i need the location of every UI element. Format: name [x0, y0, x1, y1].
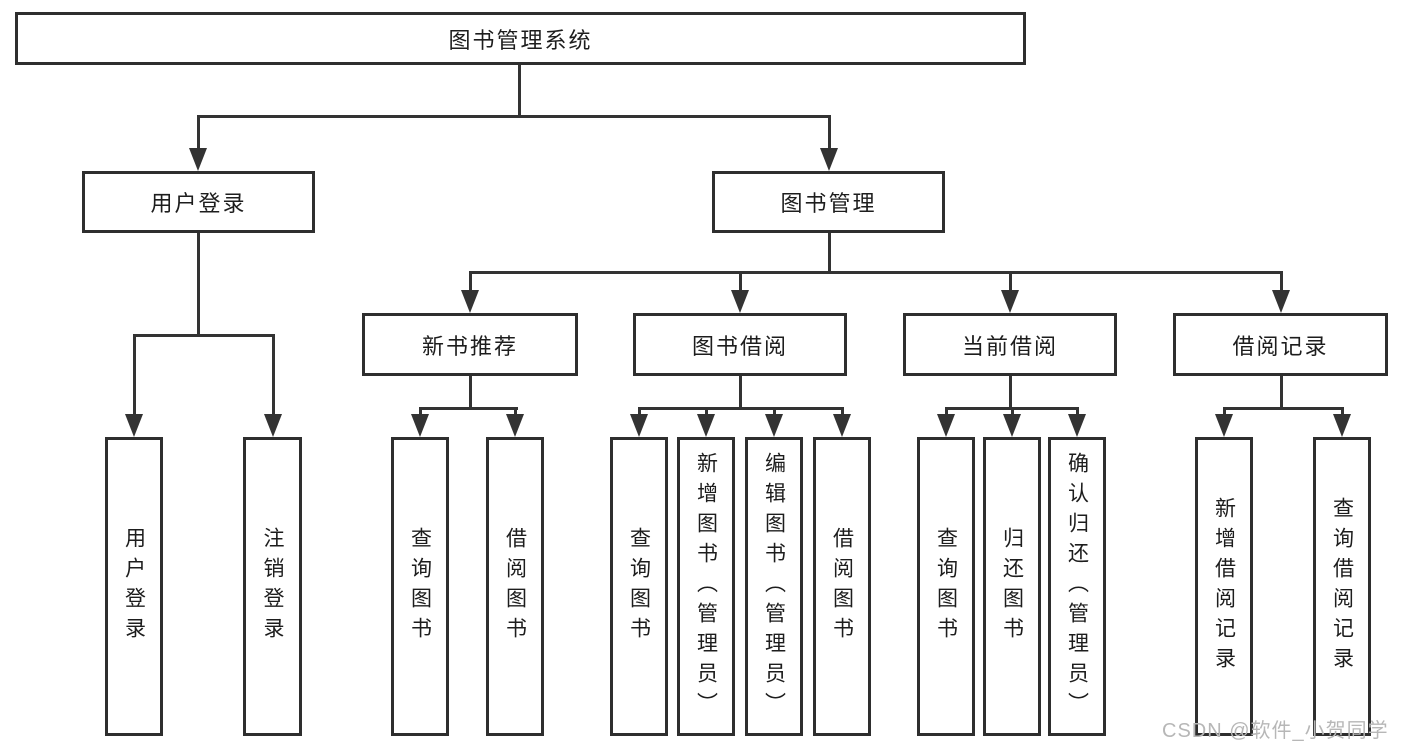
connector-drop-book-borrowing-leaf-0	[638, 407, 641, 419]
leaf-new-books-query-label: 查询图书	[408, 526, 432, 647]
leaf-borrowing-edit: 编辑图书（管理员）	[745, 437, 803, 736]
arrowhead-new-books-leaf-1	[506, 414, 524, 437]
connector-drop-current-borrowing-leaf-1	[1011, 407, 1014, 419]
leaf-borrowing-add: 新增图书（管理员）	[677, 437, 735, 736]
leaf-borrowing-borrow-label: 借阅图书	[830, 526, 854, 647]
leaf-records-add-label: 新增借阅记录	[1212, 496, 1236, 677]
leaf-records-query: 查询借阅记录	[1313, 437, 1371, 736]
node-current-borrowing-label: 当前借阅	[961, 333, 1058, 359]
arrowhead-book-management	[820, 148, 838, 171]
connector-borrow-records-bar	[1223, 407, 1344, 410]
connector-user-login-bar	[133, 334, 275, 337]
leaf-new-books-borrow: 借阅图书	[486, 437, 544, 736]
connector-drop-new-books-leaf-1	[514, 407, 517, 419]
leaf-current-query: 查询图书	[917, 437, 975, 736]
connector-new-books-stem	[469, 376, 472, 410]
node-book-management-label: 图书管理	[780, 191, 877, 216]
connector-drop-user-login	[197, 115, 200, 153]
leaf-current-query-label: 查询图书	[934, 526, 958, 647]
connector-drop-current-borrowing-leaf-2	[1076, 407, 1079, 419]
arrowhead-borrow-records-leaf-0	[1215, 414, 1233, 437]
arrowhead-new-books-leaf-0	[411, 414, 429, 437]
arrowhead-user-login	[189, 148, 207, 171]
connector-book-borrowing-stem	[739, 376, 742, 410]
leaf-borrowing-query-label: 查询图书	[627, 526, 651, 647]
arrowhead-current-borrowing	[1001, 290, 1019, 313]
arrowhead-borrow-records	[1272, 290, 1290, 313]
node-book-borrowing-label: 图书借阅	[691, 333, 788, 359]
leaf-borrowing-edit-label: 编辑图书（管理员）	[762, 451, 786, 722]
arrowhead-book-borrowing-leaf-0	[630, 414, 648, 437]
leaf-logout: 注销登录	[243, 437, 302, 736]
leaf-new-books-borrow-label: 借阅图书	[503, 526, 527, 647]
arrowhead-current-borrowing-leaf-0	[937, 414, 955, 437]
connector-user-login-stem	[197, 233, 200, 337]
arrowhead-book-borrowing-leaf-3	[833, 414, 851, 437]
connector-drop-new-books	[469, 271, 472, 293]
connector-level2-bar	[197, 115, 831, 118]
connector-book-management-stem	[828, 233, 831, 274]
node-current-borrowing: 当前借阅	[903, 313, 1117, 376]
leaf-borrowing-add-label: 新增图书（管理员）	[694, 451, 718, 722]
node-borrow-records-label: 借阅记录	[1232, 333, 1329, 359]
arrowhead-new-books	[461, 290, 479, 313]
arrowhead-book-borrowing-leaf-2	[765, 414, 783, 437]
leaf-new-books-query: 查询图书	[391, 437, 449, 736]
leaf-current-return-label: 归还图书	[1000, 526, 1024, 647]
connector-new-books-bar	[419, 407, 518, 410]
connector-drop-book-borrowing-leaf-3	[841, 407, 844, 419]
connector-drop-current-borrowing	[1009, 271, 1012, 293]
node-root: 图书管理系统	[15, 12, 1026, 65]
connector-drop-book-management	[828, 115, 831, 153]
connector-drop-borrow-records-leaf-1	[1341, 407, 1344, 419]
node-new-books: 新书推荐	[362, 313, 578, 376]
leaf-user-login-query-label: 用户登录	[122, 526, 146, 647]
leaf-current-confirm-return: 确认归还（管理员）	[1048, 437, 1106, 736]
leaf-borrowing-query: 查询图书	[610, 437, 668, 736]
arrowhead-user-login-leaf-0	[125, 414, 143, 437]
arrowhead-book-borrowing-leaf-1	[697, 414, 715, 437]
leaf-records-query-label: 查询借阅记录	[1330, 496, 1354, 677]
arrowhead-borrow-records-leaf-1	[1333, 414, 1351, 437]
node-borrow-records: 借阅记录	[1173, 313, 1388, 376]
connector-level3-bar	[469, 271, 1283, 274]
arrowhead-user-login-leaf-1	[264, 414, 282, 437]
leaf-borrowing-borrow: 借阅图书	[813, 437, 871, 736]
node-book-borrowing: 图书借阅	[633, 313, 847, 376]
connector-drop-user-login-leaf-1	[272, 334, 275, 418]
connector-drop-new-books-leaf-0	[419, 407, 422, 419]
connector-drop-current-borrowing-leaf-0	[945, 407, 948, 419]
connector-drop-book-borrowing-leaf-1	[705, 407, 708, 419]
connector-current-borrowing-stem	[1009, 376, 1012, 410]
connector-drop-book-borrowing	[739, 271, 742, 293]
connector-book-borrowing-bar	[638, 407, 843, 410]
connector-drop-borrow-records	[1280, 271, 1283, 293]
leaf-logout-label: 注销登录	[261, 526, 284, 647]
connector-root-stem	[518, 64, 521, 116]
leaf-current-confirm-return-label: 确认归还（管理员）	[1065, 451, 1089, 722]
arrowhead-book-borrowing	[731, 290, 749, 313]
node-root-label: 图书管理系统	[448, 27, 593, 53]
leaf-records-add: 新增借阅记录	[1195, 437, 1253, 736]
csdn-watermark: CSDN @软件_小贺同学	[1162, 720, 1389, 742]
leaf-user-login-query: 用户登录	[105, 437, 163, 736]
arrowhead-current-borrowing-leaf-1	[1003, 414, 1021, 437]
connector-drop-book-borrowing-leaf-2	[773, 407, 776, 419]
node-new-books-label: 新书推荐	[421, 333, 518, 359]
connector-borrow-records-stem	[1280, 376, 1283, 410]
connector-drop-borrow-records-leaf-0	[1223, 407, 1226, 419]
leaf-current-return: 归还图书	[983, 437, 1041, 736]
arrowhead-current-borrowing-leaf-2	[1068, 414, 1086, 437]
node-user-login-label: 用户登录	[150, 191, 247, 216]
node-user-login: 用户登录	[82, 171, 315, 233]
node-book-management: 图书管理	[712, 171, 945, 233]
connector-drop-user-login-leaf-0	[133, 334, 136, 418]
